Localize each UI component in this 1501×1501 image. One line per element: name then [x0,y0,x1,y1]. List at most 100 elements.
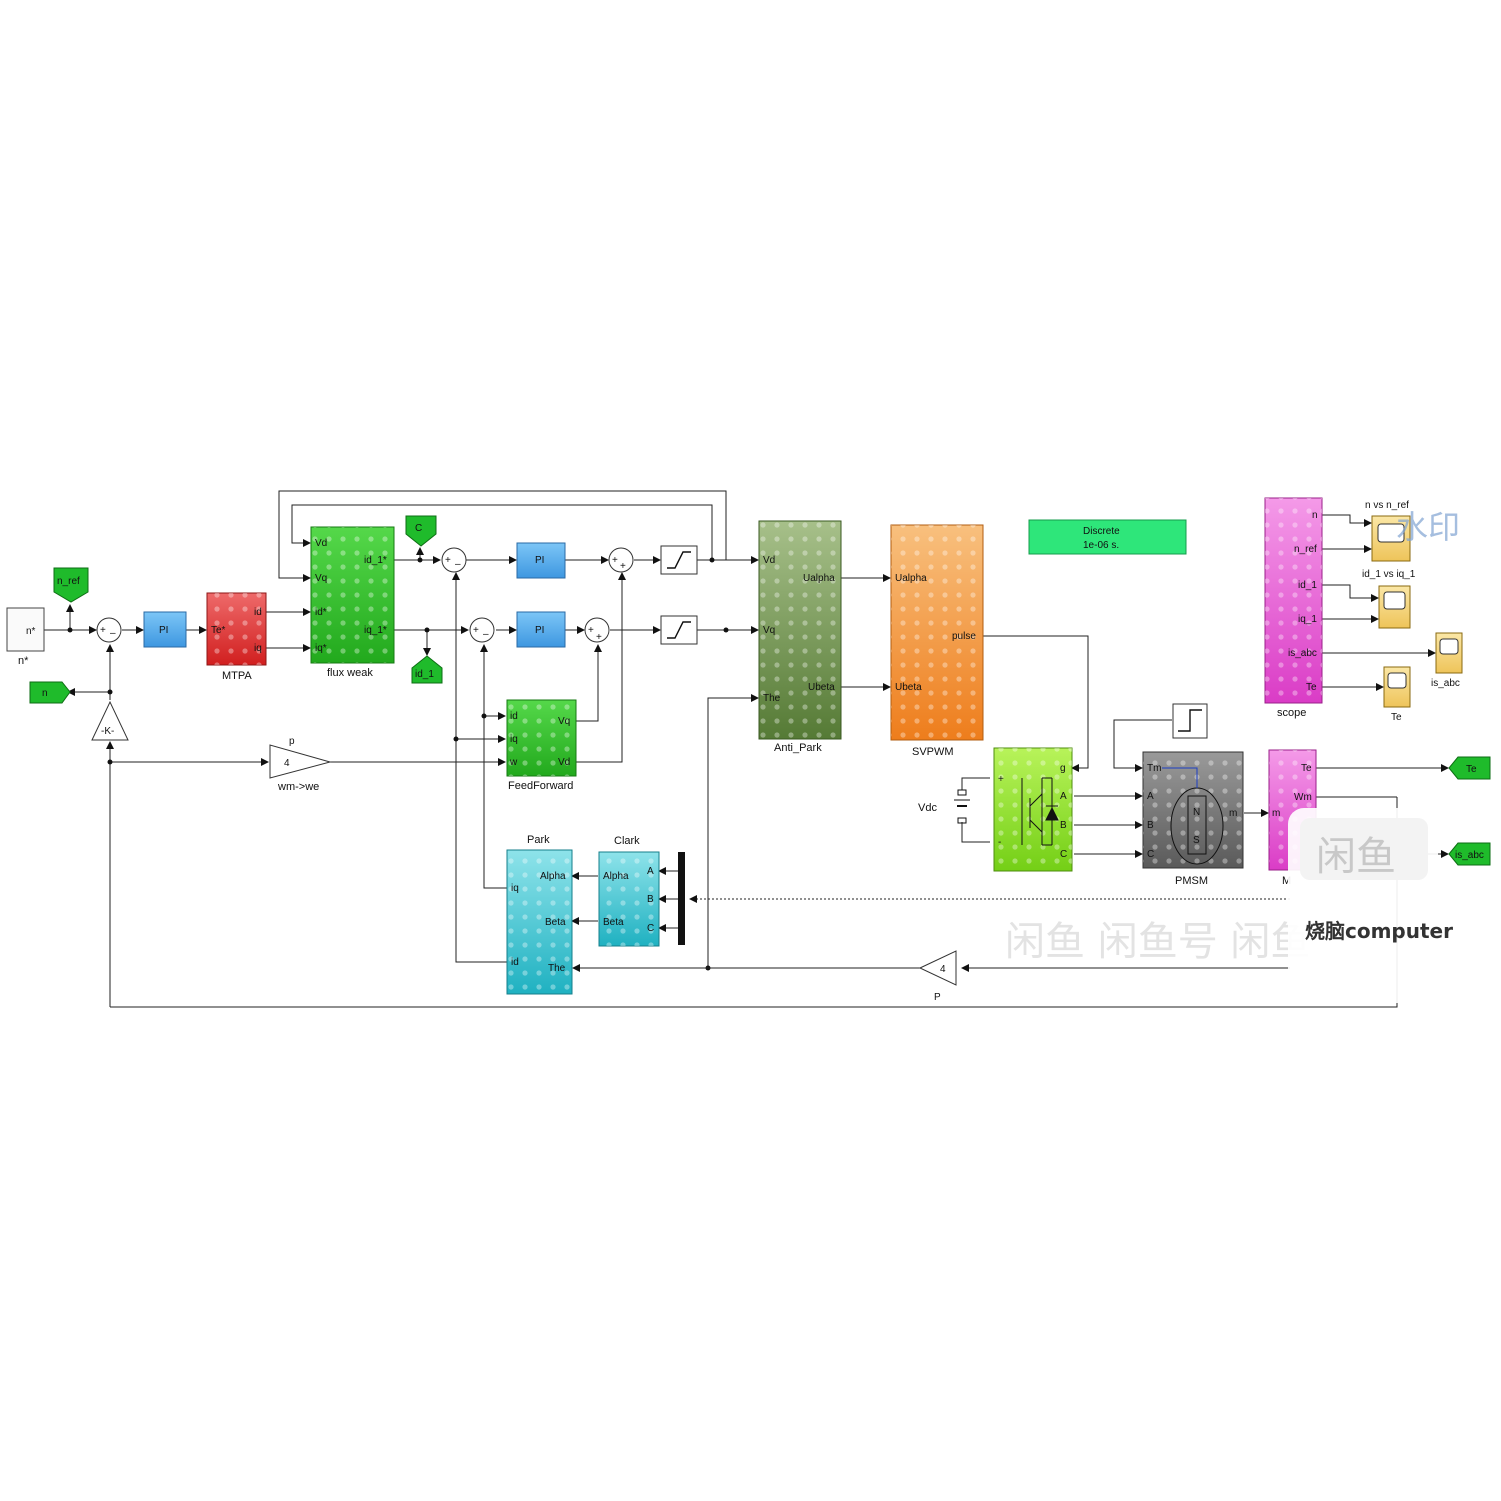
flux-out-iq1: iq_1* [364,625,387,636]
goto-isabc-tag[interactable]: is_abc [1448,842,1491,866]
inverter-block[interactable]: g + - A B C [993,747,1073,872]
antipark-in-the: The [763,693,781,704]
antipark-in-vd: Vd [763,555,775,566]
mtpa-out-iq: iq [254,643,262,654]
goto-n-label: n [42,688,48,699]
sum-q-block[interactable]: + – [469,617,495,643]
vdc-source[interactable] [954,789,970,824]
svg-text:–: – [110,628,116,639]
park-out-id: id [511,957,519,968]
clark-in-c: C [647,923,654,934]
svg-text:+: + [588,625,594,636]
pi-d-block[interactable]: PI [516,542,566,579]
mtpa-block[interactable]: Te* id iq [206,592,267,666]
svg-text:+: + [620,561,626,572]
scope-subsystem-block[interactable]: n n_ref id_1 iq_1 is_abc Te [1264,497,1323,704]
scope2-caption: id_1 vs iq_1 [1362,569,1416,580]
pmsm-block[interactable]: Tm A B C m N S [1142,751,1244,869]
goto-isabc-label: is_abc [1455,850,1484,861]
pmsm-caption: PMSM [1175,875,1208,887]
gain-p-value: 4 [940,964,946,975]
scope-id-block[interactable] [1378,585,1411,629]
park-in-the: The [548,963,566,974]
svpwm-in-ubeta: Ubeta [895,682,922,693]
mtpa-caption: MTPA [222,670,252,682]
pi-q-block[interactable]: PI [516,611,566,648]
pi-speed-label: PI [159,625,168,636]
pmsm-tm-port: Tm [1147,763,1161,774]
mtpa-out-id: id [254,607,262,618]
vdc-caption: Vdc [918,802,937,814]
motor-s-pole: S [1193,835,1200,846]
discrete-line2: 1e-06 s. [1083,540,1119,551]
demux-block[interactable] [678,852,685,945]
goto-n-tag[interactable]: n [29,681,71,704]
watermark-center: 闲鱼 闲鱼号 闲鱼 [1005,919,1310,965]
park-block[interactable]: iq id The Alpha Beta [506,849,573,995]
ff-in-iq: iq [510,734,518,745]
goto-nref-label: n_ref [57,576,80,587]
ff-out-vd: Vd [558,757,570,768]
goto-id1-tag[interactable]: id_1 [411,655,443,684]
nstar-caption: n* [18,655,29,667]
scope-port-nref: n_ref [1294,544,1317,555]
scope-port-te: Te [1306,682,1317,693]
scope3-caption: is_abc [1431,678,1460,689]
goto-id1-label: id_1 [415,669,434,680]
scope4-caption: Te [1391,712,1402,723]
scope1-caption: n vs n_ref [1365,500,1409,511]
park-caption: Park [527,834,550,846]
pmsm-m-port: m [1229,808,1237,819]
scope-n-block[interactable] [1371,515,1411,562]
badge-icon-text: 闲鱼 [1316,834,1396,880]
clark-in-a: A [647,866,654,877]
scope-isabc-block[interactable] [1435,632,1463,674]
goto-te-tag[interactable]: Te [1448,756,1491,780]
feedforward-block[interactable]: id iq w Vq Vd [506,699,577,777]
gain-k-block[interactable]: -K- [91,700,129,741]
park-in-beta: Beta [545,917,566,928]
goto-nref-tag[interactable]: n_ref [53,567,89,603]
ff-out-vq: Vq [558,716,570,727]
from-c-label: C [415,523,422,534]
mtpa-in: Te* [211,625,226,636]
sum-speed-block[interactable]: + – [96,617,122,643]
gain-p-block[interactable]: 4 [918,950,957,986]
signal-lines [44,490,1449,1008]
meas-out-te: Te [1301,763,1312,774]
svpwm-caption: SVPWM [912,746,954,758]
constant-nstar-block[interactable]: n* [6,607,45,652]
svpwm-block[interactable]: Ualpha Ubeta pulse [890,524,984,741]
gain-wm-we-block[interactable]: 4 [269,744,332,779]
ff-in-w: w [509,757,518,768]
scope-te-block[interactable] [1383,666,1411,708]
clark-block[interactable]: Alpha Beta A B C [598,851,660,947]
scope-port-id1: id_1 [1298,580,1317,591]
motor-n-pole: N [1193,807,1200,818]
watermark-top-right: 水印 [1396,508,1460,546]
powergui-discrete-block[interactable]: Discrete 1e-06 s. [1028,519,1187,555]
flux-weak-block[interactable]: Vd Vq id* iq* id_1* iq_1* [310,526,395,664]
clark-out-alpha: Alpha [603,871,629,882]
gain-k-label: -K- [101,726,114,737]
inverter-plus-port: + [998,774,1004,785]
clark-caption: Clark [614,835,640,847]
sum-ff-q-block[interactable]: + + [584,617,610,643]
nstar-port-label: n* [26,626,36,637]
anti-park-block[interactable]: Vd Vq The Ualpha Ubeta [758,520,842,740]
svg-text:+: + [445,555,451,566]
sum-ff-d-block[interactable]: + + [608,547,634,573]
step-block[interactable] [1172,703,1208,739]
clark-in-b: B [647,894,654,905]
inverter-minus-port: - [998,837,1001,848]
sum-d-block[interactable]: + – [441,547,467,573]
antipark-in-vq: Vq [763,625,775,636]
pi-speed-block[interactable]: PI [143,611,187,648]
flux-in-iq: iq* [315,643,327,654]
flux-in-vd: Vd [315,538,327,549]
from-c-tag[interactable]: C [405,515,437,547]
scope-port-iq1: iq_1 [1298,614,1317,625]
saturation-q-block[interactable] [660,615,698,645]
wmwe-caption: wm->we [277,781,319,793]
saturation-d-block[interactable] [660,545,698,575]
